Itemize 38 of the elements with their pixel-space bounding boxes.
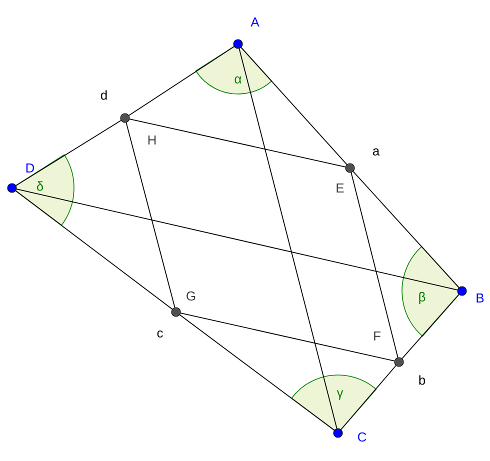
angle-label: α bbox=[234, 76, 242, 84]
node-label: H bbox=[148, 136, 156, 144]
angle-label: γ bbox=[336, 390, 344, 400]
node-label: F bbox=[374, 332, 380, 340]
angle-label: δ bbox=[36, 181, 44, 191]
line-segment bbox=[402, 294, 460, 359]
node-label: B bbox=[476, 294, 484, 302]
node-label: G bbox=[186, 291, 196, 301]
side-label: b bbox=[419, 375, 426, 385]
side-label: d bbox=[100, 90, 107, 100]
node-label: A bbox=[250, 18, 260, 26]
point: C bbox=[333, 428, 366, 442]
line-segment bbox=[340, 365, 396, 430]
point: B bbox=[457, 286, 484, 302]
line-segment bbox=[350, 172, 398, 358]
line-segment bbox=[179, 314, 335, 431]
line-segment bbox=[15, 190, 173, 310]
line-segment bbox=[16, 120, 122, 186]
line-segment bbox=[238, 48, 338, 429]
line-segment bbox=[180, 312, 395, 362]
point: A bbox=[233, 18, 260, 49]
point: F bbox=[374, 332, 404, 367]
side-label: a bbox=[372, 148, 380, 156]
node-label: D bbox=[26, 164, 34, 172]
line-segment bbox=[16, 188, 458, 290]
line-segment bbox=[128, 46, 234, 116]
line-segment bbox=[129, 118, 346, 168]
point: H bbox=[120, 113, 156, 144]
line-segment bbox=[240, 47, 348, 165]
point: D bbox=[7, 164, 34, 193]
point: G bbox=[171, 291, 196, 317]
node-label: E bbox=[336, 184, 344, 192]
line-segment bbox=[352, 171, 460, 288]
angle-label: β bbox=[419, 292, 426, 304]
point: E bbox=[336, 163, 355, 192]
line-segment bbox=[126, 122, 176, 308]
node-label: C bbox=[358, 432, 366, 442]
side-label: c bbox=[157, 330, 163, 338]
